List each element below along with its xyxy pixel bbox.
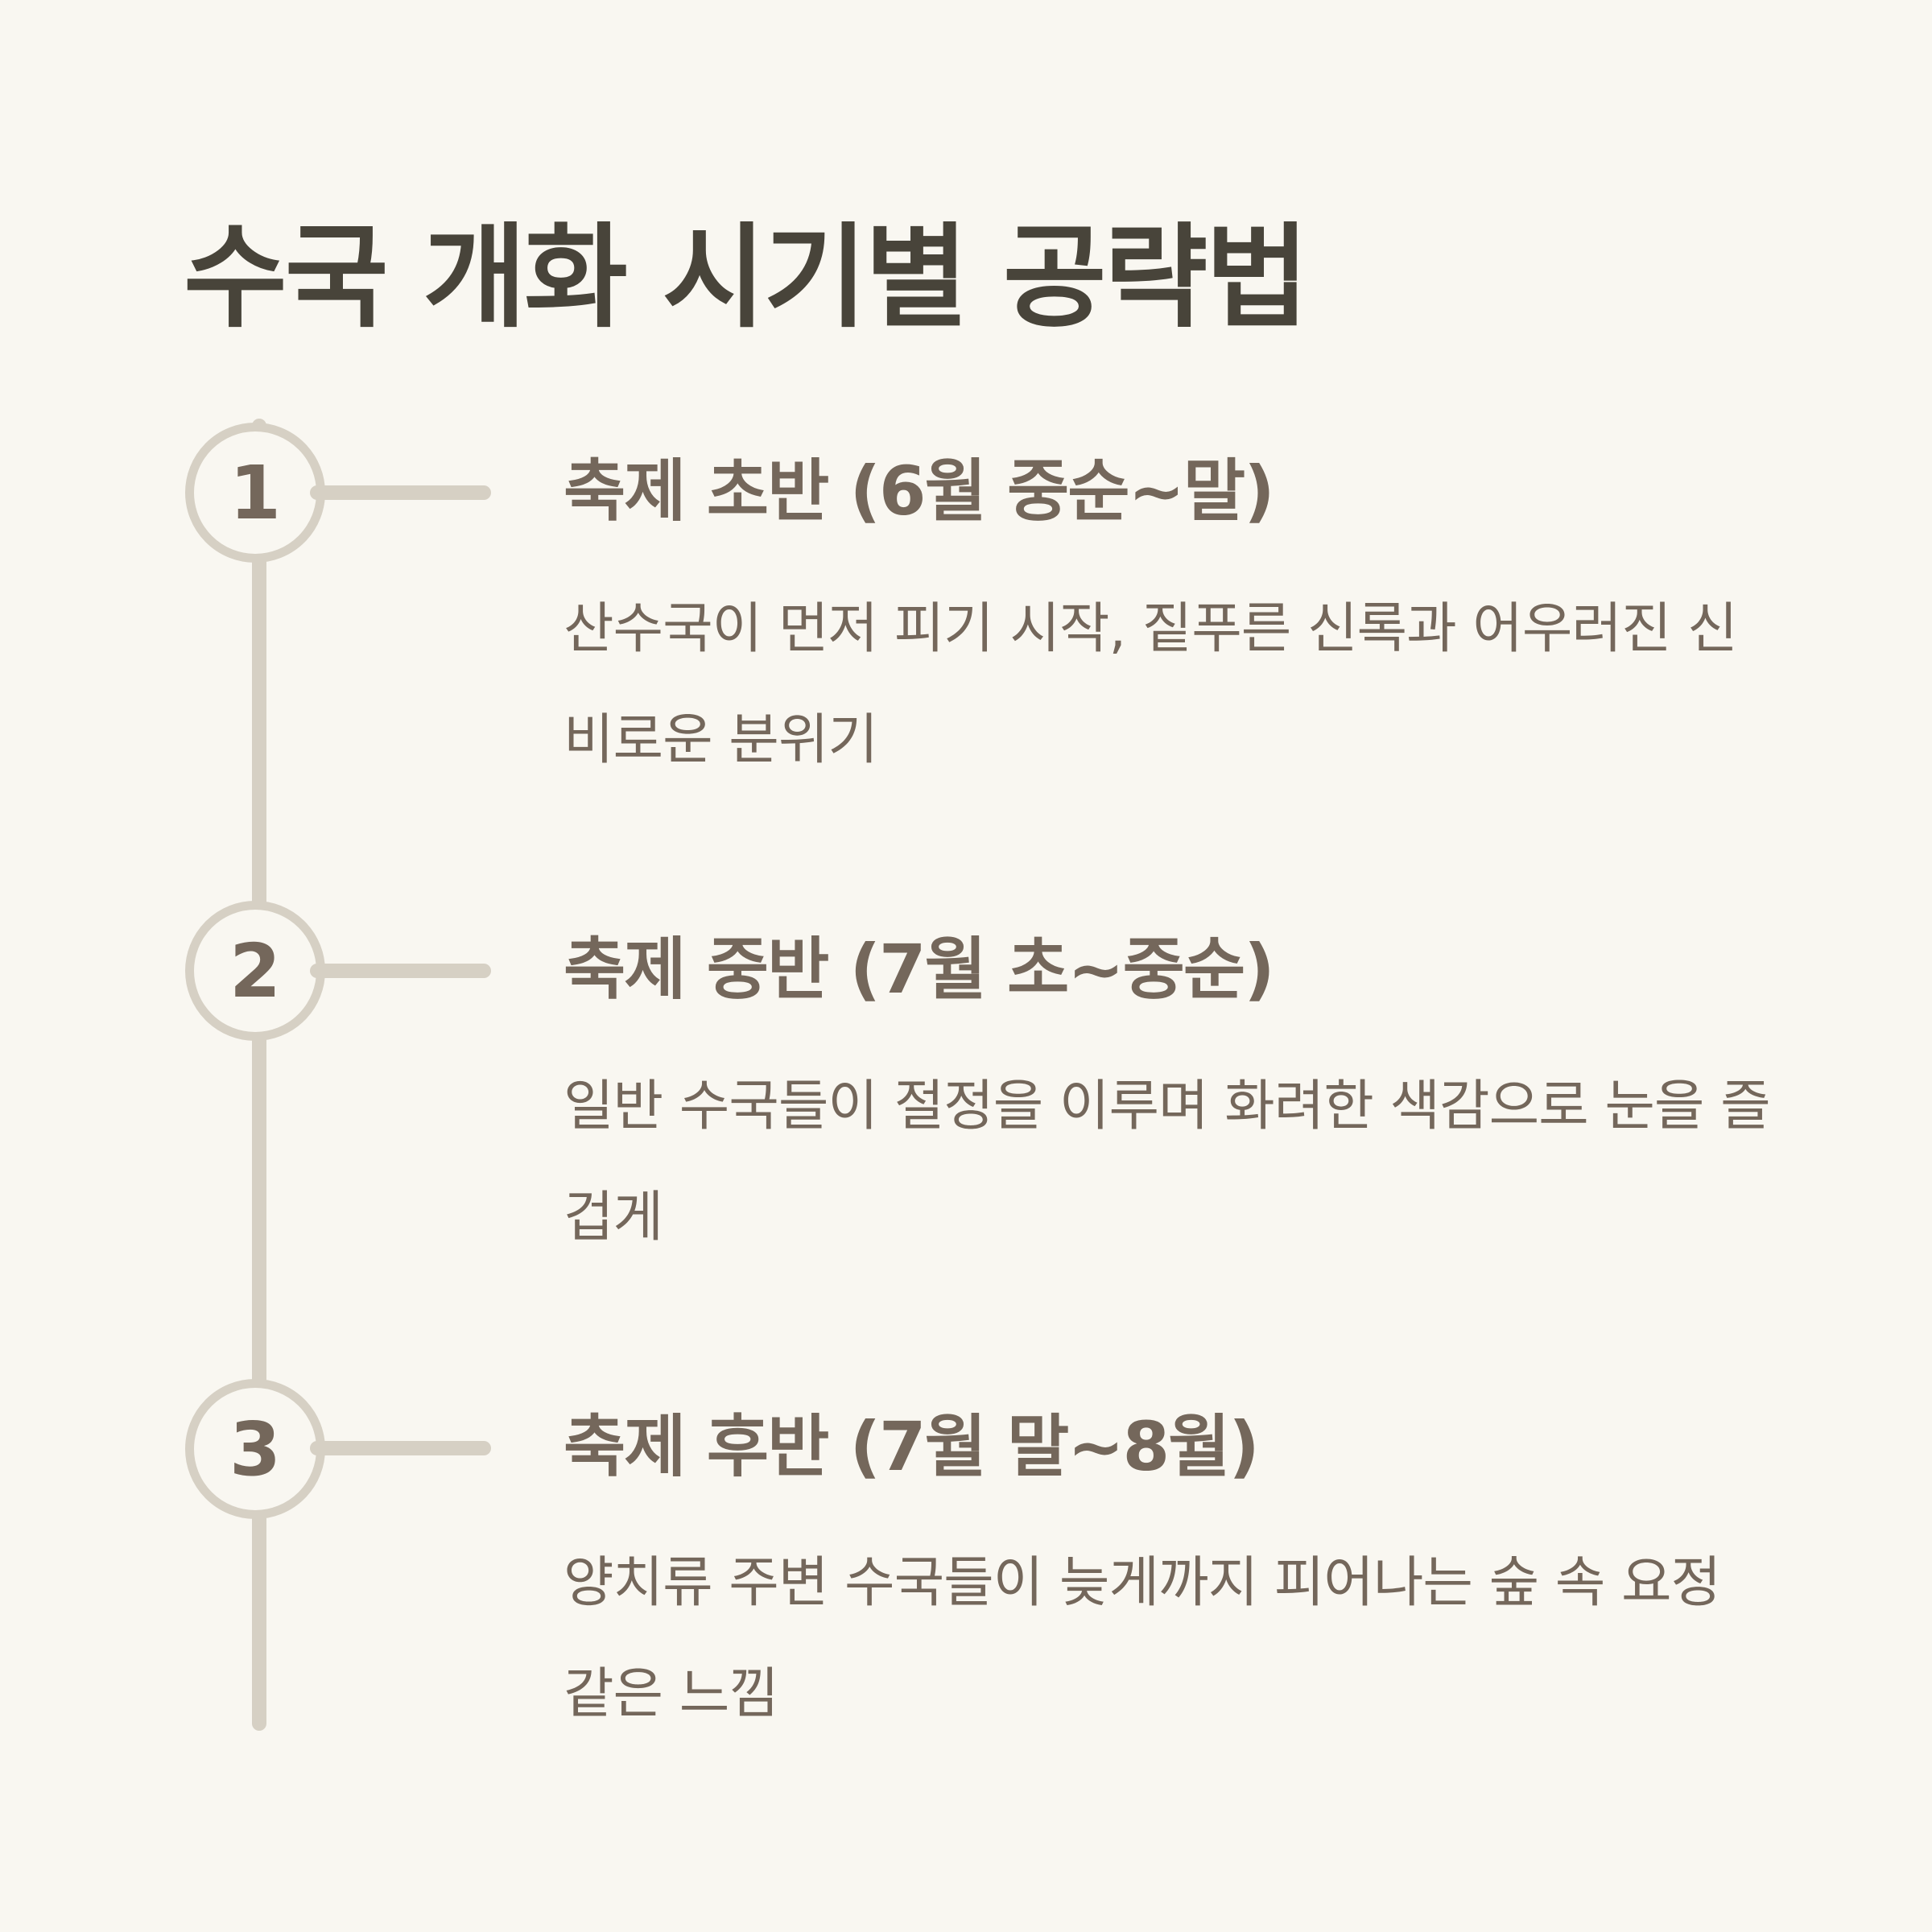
step-1-number-badge: 1	[185, 423, 325, 563]
step-2-heading: 축제 중반 (7월 초~중순)	[564, 930, 1275, 1009]
step-3-number-badge: 3	[185, 1379, 325, 1519]
step-3-description: 양치류 주변 수국들이 늦게까지 피어나는 숲 속 요정 같은 느낌	[564, 1551, 1721, 1726]
step-1-heading: 축제 초반 (6월 중순~말)	[564, 452, 1275, 530]
step-1-description: 산수국이 먼저 피기 시작, 짙푸른 신록과 어우러진 신비로운 분위기	[564, 597, 1738, 772]
step-2-description: 일반 수국들이 절정을 이루며 화려한 색감으로 눈을 즐겁게	[564, 1075, 1771, 1249]
page-title: 수국 개화 시기별 공략법	[184, 213, 1309, 344]
step-2-connector	[310, 964, 491, 978]
step-1-connector	[310, 485, 491, 500]
step-3-connector	[310, 1441, 491, 1455]
step-3-heading: 축제 후반 (7월 말~8월)	[564, 1407, 1260, 1486]
timeline-line	[252, 419, 266, 1731]
step-2-number-badge: 2	[185, 901, 325, 1041]
